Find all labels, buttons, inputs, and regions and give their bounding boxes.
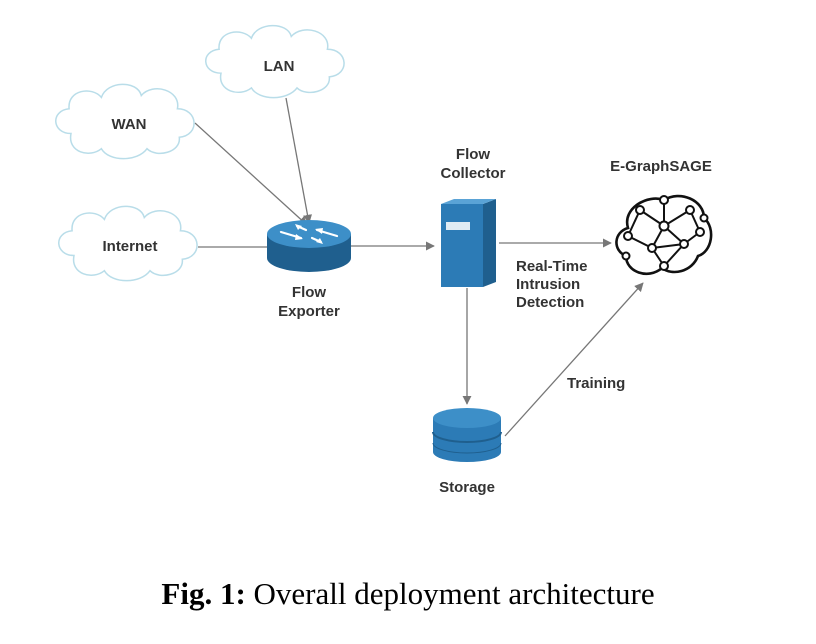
edge-label-realtime-line1: Real-Time (516, 258, 587, 275)
node-label-internet: Internet (102, 238, 157, 255)
edge-wan-exporter (194, 122, 308, 226)
server-icon (441, 199, 496, 287)
figure-caption-text: Overall deployment architecture (253, 576, 655, 611)
node-label-storage: Storage (439, 479, 495, 496)
node-label-flow-exporter-line1: Flow (292, 284, 326, 301)
edge-lan-exporter (285, 97, 312, 224)
edge-label-realtime-line2: Intrusion (516, 276, 580, 293)
figure-caption: Fig. 1: Overall deployment architecture (0, 576, 816, 612)
node-label-wan: WAN (112, 116, 147, 133)
edge-storage-egraphsage (504, 282, 644, 437)
node-label-lan: LAN (264, 58, 295, 75)
node-label-egraphsage: E-GraphSAGE (610, 158, 712, 175)
figure-caption-label: Fig. 1: (161, 576, 246, 611)
database-icon (432, 408, 502, 462)
edge-label-realtime-line3: Detection (516, 294, 584, 311)
connections (194, 97, 644, 437)
edge-label-training: Training (567, 375, 625, 392)
neural-network-icon (615, 194, 713, 275)
router-icon (267, 220, 351, 272)
node-label-flow-collector-line2: Collector (440, 165, 505, 182)
node-label-flow-exporter-line2: Exporter (278, 303, 340, 320)
node-label-flow-collector-line1: Flow (456, 146, 490, 163)
